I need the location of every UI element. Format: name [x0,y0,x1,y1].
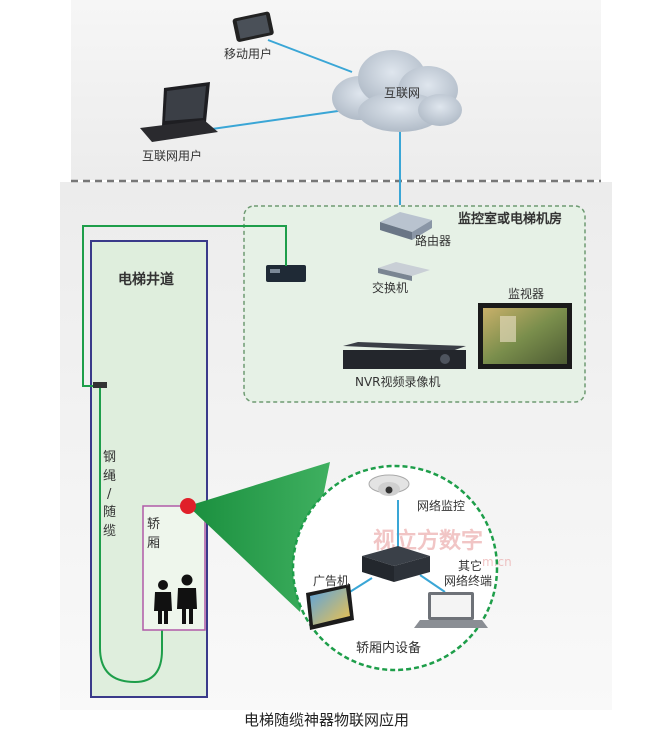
ad-player-icon [306,584,354,630]
svg-text:缆: 缆 [103,523,116,539]
dome-camera-icon [368,474,410,496]
cable-clamp [93,382,107,388]
internet-user-label: 互联网用户 [142,148,202,163]
laptop-terminal-icon [414,592,488,628]
watermark-sub: m.cn [482,555,512,569]
figure-caption: 电梯随缆神器物联网应用 [243,711,409,729]
nvr-icon [343,342,466,369]
mobile-user-label: 移动用户 [224,46,272,61]
tablet-icon [232,11,274,42]
elevator-car [142,505,206,631]
svg-text:/: / [107,487,112,502]
travel-cable [82,225,287,684]
nvr-label: NVR视频录像机 [355,374,441,389]
internet-label: 互联网 [384,86,420,100]
net-camera-label: 网络监控 [417,498,465,513]
car-label: 轿 厢 [147,517,160,551]
svg-text:钢: 钢 [103,450,116,465]
car-devices-label: 轿厢内设备 [356,640,421,656]
router-icon [380,212,432,240]
media-converter-icon [266,265,306,282]
switch-label: 交换机 [372,280,408,295]
svg-text:绳: 绳 [103,469,116,484]
ad-player-label: 广告机 [313,574,349,588]
cable-label: 钢 绳 / 随 缆 [103,450,116,539]
svg-text:厢: 厢 [147,536,160,551]
laptop-icon [140,82,218,142]
svg-text:轿: 轿 [147,517,160,532]
switch-icon [378,262,430,281]
svg-text:随: 随 [103,505,116,520]
control-room-label: 监控室或电梯机房 [458,211,562,227]
other-terminal-label-1: 其它 [458,558,482,573]
monitor-icon [478,303,572,369]
device-location-marker [180,498,196,514]
other-terminal-label-2: 网络终端 [444,573,492,588]
shaft-label: 电梯井道 [118,271,174,288]
router-label: 路由器 [415,233,451,248]
monitor-label: 监视器 [508,286,544,301]
passengers-icon [154,574,197,624]
car-switch-icon [362,546,430,582]
internet-cloud-icon [332,50,462,132]
